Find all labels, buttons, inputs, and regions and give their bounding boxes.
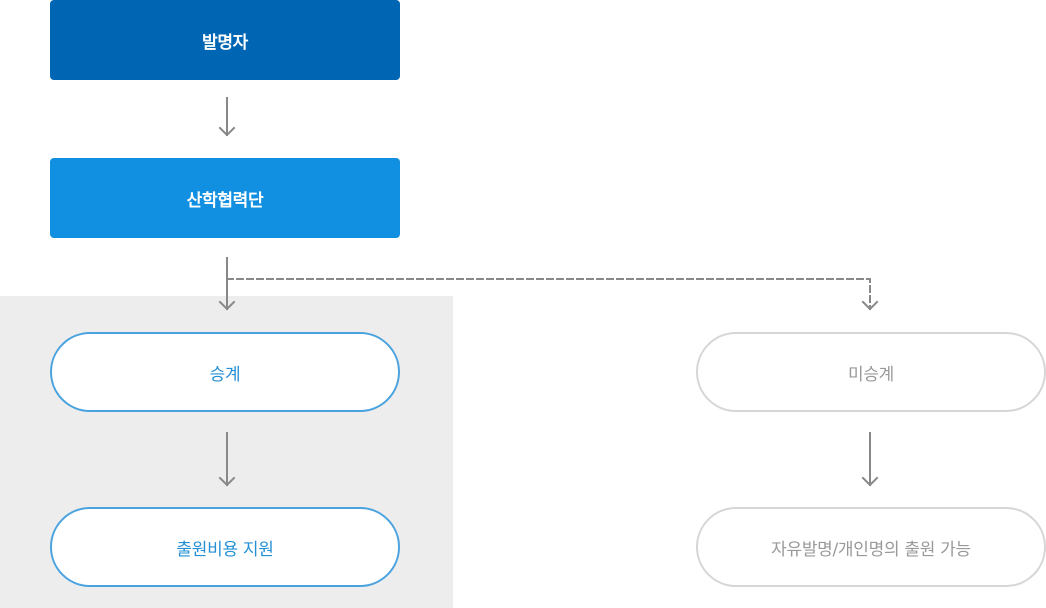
arrow-inventor-to-foundation — [218, 97, 236, 137]
application-cost-support-label: 출원비용 지원 — [176, 539, 274, 560]
free-invention-label: 자유발명/개인명의 출원 가능 — [771, 539, 971, 560]
succession-node: 승계 — [50, 332, 400, 412]
succession-label: 승계 — [209, 364, 241, 385]
application-cost-support-node: 출원비용 지원 — [50, 507, 400, 587]
non-succession-label: 미승계 — [847, 364, 895, 385]
inventor-label: 발명자 — [201, 32, 249, 53]
non-succession-node: 미승계 — [696, 332, 1046, 412]
inventor-box: 발명자 — [50, 0, 400, 80]
industry-academic-foundation-label: 산학협력단 — [186, 190, 264, 211]
arrow-non-succession-to-free-invention — [861, 432, 879, 487]
free-invention-node: 자유발명/개인명의 출원 가능 — [696, 507, 1046, 587]
industry-academic-foundation-box: 산학협력단 — [50, 158, 400, 238]
